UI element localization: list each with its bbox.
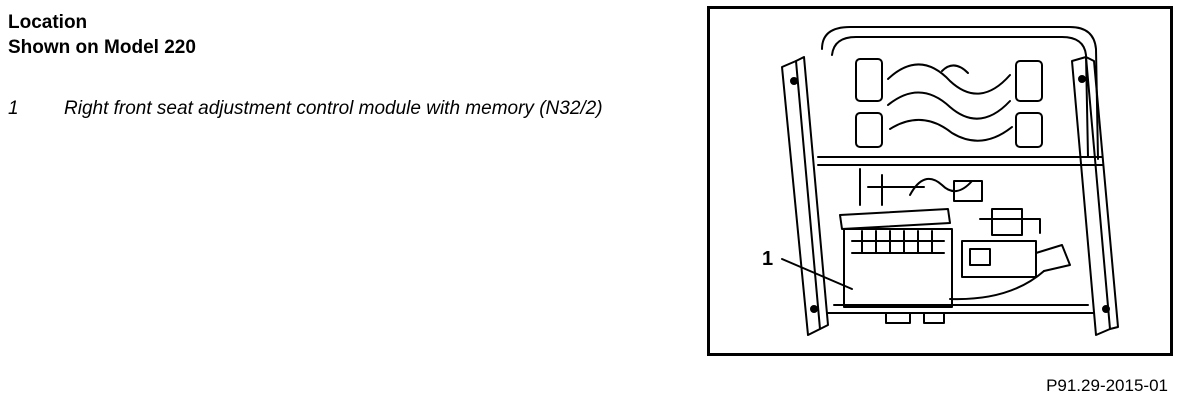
legend-item-number: 1 — [8, 98, 19, 119]
seat-illustration-frame: 1 — [707, 6, 1173, 356]
heading-title: Location — [8, 12, 88, 33]
backrest-spring-right-top — [1015, 60, 1043, 102]
callout-number: 1 — [762, 248, 773, 270]
legend-item: 1 Right front seat adjustment control mod… — [8, 96, 603, 121]
seat-frame-illustration: 1 — [762, 26, 1119, 336]
right-seat-rail — [1071, 56, 1111, 336]
connector — [953, 180, 983, 202]
module-bracket — [839, 208, 951, 230]
backrest-spring-left-top — [855, 58, 883, 102]
figure-code: P91.29-2015-01 — [1046, 376, 1168, 395]
callout-leader-line — [781, 258, 853, 290]
backrest-frame — [821, 26, 1099, 160]
left-seat-rail — [781, 60, 821, 336]
seat-motor — [961, 240, 1037, 278]
backrest-wire — [887, 63, 1011, 95]
seat-control-module — [843, 228, 953, 308]
legend-item-text: Right front seat adjustment control modu… — [64, 98, 603, 119]
heading-subtitle: Shown on Model 220 — [8, 37, 196, 58]
heading: Location Shown on Model 220 — [8, 10, 196, 60]
